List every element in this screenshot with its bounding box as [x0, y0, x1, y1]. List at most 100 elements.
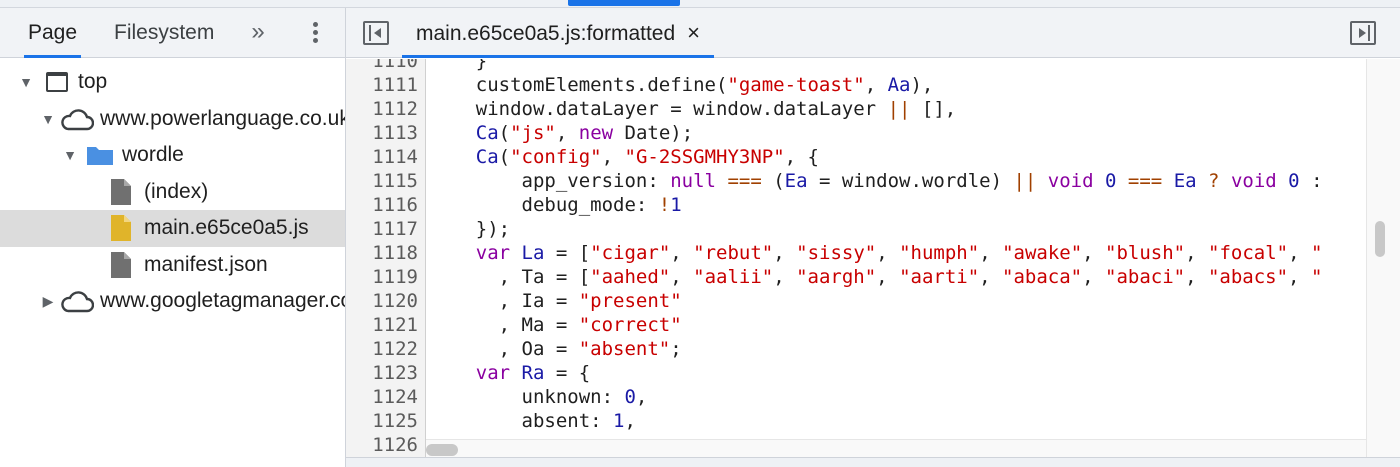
- line-number[interactable]: 1124: [372, 386, 418, 408]
- code-token: "awake": [1002, 242, 1083, 264]
- editor-status-bar: [346, 457, 1400, 467]
- code-token: ,: [670, 242, 694, 264]
- code-token: Date);: [613, 122, 694, 144]
- code-token: ),: [910, 74, 934, 96]
- close-icon[interactable]: ×: [687, 20, 701, 45]
- code-token: , Ia =: [430, 290, 579, 312]
- code-token: [430, 362, 476, 384]
- line-number[interactable]: 1120: [372, 290, 418, 312]
- code-token: "js": [510, 122, 556, 144]
- line-number[interactable]: 1126: [372, 434, 418, 456]
- line-number[interactable]: 1111: [372, 74, 418, 96]
- code-text: , Ma = "correct": [430, 313, 682, 337]
- line-number[interactable]: 1125: [372, 410, 418, 432]
- code-token: ,: [1082, 242, 1106, 264]
- code-token: ,: [555, 122, 579, 144]
- tab-main-js-formatted[interactable]: main.e65ce0a5.js:formatted×: [402, 8, 715, 58]
- code-line[interactable]: 1125 absent: 1,: [346, 409, 1366, 433]
- code-text: absent: 1,: [430, 409, 636, 433]
- tab-page[interactable]: Page: [12, 8, 93, 58]
- code-token: 0: [624, 386, 636, 408]
- tree-item-label: top: [78, 70, 108, 93]
- line-number-gutter: [346, 59, 426, 467]
- code-line[interactable]: 1120 , Ia = "present": [346, 289, 1366, 313]
- vertical-scrollbar-thumb[interactable]: [1375, 221, 1385, 257]
- code-text: Ca("js", new Date);: [430, 121, 693, 145]
- code-line[interactable]: 1123 var Ra = {: [346, 361, 1366, 385]
- tree-item-wordle[interactable]: ▼ wordle: [0, 137, 345, 174]
- vertical-scrollbar[interactable]: [1366, 59, 1400, 467]
- more-tabs-icon[interactable]: »: [251, 18, 265, 45]
- code-text: , Ia = "present": [430, 289, 682, 313]
- top-strip: [0, 0, 1400, 8]
- kebab-menu-icon[interactable]: [302, 20, 328, 48]
- tree-item-googletagmanager[interactable]: ▶ www.googletagmanager.com: [0, 283, 345, 320]
- toggle-navigator-icon[interactable]: [363, 21, 389, 45]
- code-token: ,: [773, 242, 797, 264]
- expand-arrow-icon[interactable]: ▼: [41, 110, 55, 127]
- code-token: [1036, 170, 1047, 192]
- line-number[interactable]: 1110: [372, 59, 418, 72]
- line-number[interactable]: 1123: [372, 362, 418, 384]
- code-token: = {: [544, 362, 591, 384]
- line-number[interactable]: 1118: [372, 242, 418, 264]
- tree-item-label: (index): [144, 179, 209, 203]
- toggle-debugger-icon[interactable]: [1350, 21, 1376, 45]
- code-line[interactable]: 1112 window.dataLayer = window.dataLayer…: [346, 97, 1366, 121]
- code-token: debug_mode:: [430, 194, 659, 216]
- code-line[interactable]: 1121 , Ma = "correct": [346, 313, 1366, 337]
- horizontal-scrollbar-thumb[interactable]: [426, 444, 458, 456]
- code-line[interactable]: 1114 Ca("config", "G-2SSGMHY3NP", {: [346, 145, 1366, 169]
- line-number[interactable]: 1113: [372, 122, 418, 144]
- code-line[interactable]: 1111 customElements.define("game-toast",…: [346, 73, 1366, 97]
- collapse-arrow-icon[interactable]: ▶: [42, 293, 54, 309]
- code-token: void: [1230, 170, 1277, 192]
- code-line[interactable]: 1110 }: [346, 59, 1366, 73]
- code-token: var: [475, 362, 511, 384]
- line-number[interactable]: 1116: [372, 194, 418, 216]
- code-line[interactable]: 1126: [346, 433, 1366, 457]
- code-editor[interactable]: 1110 }1111 customElements.define("game-t…: [346, 59, 1400, 467]
- expand-arrow-icon[interactable]: ▼: [63, 147, 77, 163]
- code-token: ,: [979, 242, 1003, 264]
- line-number[interactable]: 1119: [372, 266, 418, 288]
- line-number[interactable]: 1114: [372, 146, 418, 168]
- line-number[interactable]: 1112: [372, 98, 418, 120]
- code-line[interactable]: 1119 , Ta = ["aahed", "aalii", "aargh", …: [346, 265, 1366, 289]
- line-number[interactable]: 1121: [372, 314, 418, 336]
- tab-filesystem[interactable]: Filesystem: [114, 21, 215, 44]
- tree-item-main-js[interactable]: main.e65ce0a5.js: [0, 210, 345, 247]
- horizontal-scrollbar[interactable]: [426, 439, 1366, 457]
- line-number[interactable]: 1117: [372, 218, 418, 240]
- code-token: ,: [601, 146, 625, 168]
- code-token: ,: [1288, 266, 1311, 288]
- expand-arrow-icon[interactable]: ▼: [19, 74, 33, 90]
- tree-item-top[interactable]: ▼ top: [0, 64, 345, 101]
- code-token: Ra: [521, 362, 545, 384]
- line-number[interactable]: 1115: [372, 170, 418, 192]
- code-token: , Ma =: [430, 314, 579, 336]
- line-number[interactable]: 1122: [372, 338, 418, 360]
- code-token: [1197, 170, 1208, 192]
- editor-panel: main.e65ce0a5.js:formatted× 1110 }1111 c…: [346, 8, 1400, 467]
- code-token: 0: [1105, 170, 1117, 192]
- code-token: ===: [1127, 170, 1163, 192]
- code-line[interactable]: 1124 unknown: 0,: [346, 385, 1366, 409]
- tree-item-manifest[interactable]: manifest.json: [0, 247, 345, 284]
- code-line[interactable]: 1113 Ca("js", new Date);: [346, 121, 1366, 145]
- code-line[interactable]: 1118 var La = ["cigar", "rebut", "sissy"…: [346, 241, 1366, 265]
- code-token: });: [430, 218, 511, 240]
- code-text: window.dataLayer = window.dataLayer || […: [430, 97, 956, 121]
- code-token: ,: [876, 266, 900, 288]
- code-token: ,: [979, 266, 1003, 288]
- code-line[interactable]: 1117 });: [346, 217, 1366, 241]
- code-line[interactable]: 1116 debug_mode: !1: [346, 193, 1366, 217]
- code-line[interactable]: 1122 , Oa = "absent";: [346, 337, 1366, 361]
- cloud-icon: [60, 291, 94, 313]
- tree-item-index[interactable]: (index): [0, 174, 345, 211]
- code-line[interactable]: 1115 app_version: null === (Ea = window.…: [346, 169, 1366, 193]
- tree-item-powerlanguage[interactable]: ▼ www.powerlanguage.co.uk: [0, 101, 345, 138]
- code-token: "config": [510, 146, 602, 168]
- code-token: "game-toast": [727, 74, 865, 96]
- code-token: "aarti": [899, 266, 980, 288]
